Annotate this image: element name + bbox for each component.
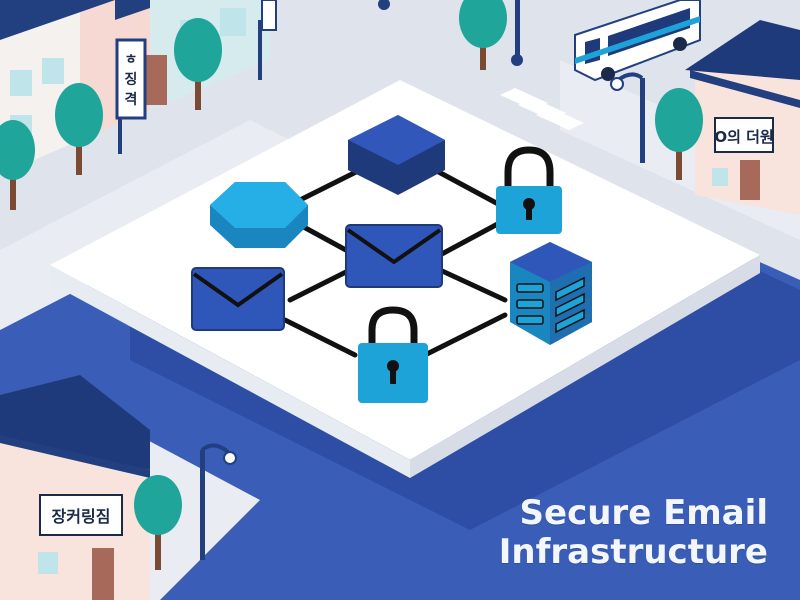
crosswalk (500, 88, 584, 130)
caption-line-1: Secure Email (519, 492, 768, 533)
trees-right (610, 72, 703, 180)
sign-char-1: ㅎ (125, 52, 138, 68)
right-building-sign: O의 더원 (714, 128, 773, 146)
padlock-icon (496, 146, 562, 234)
bottom-left-building-sign: 장커링짐 (52, 507, 111, 526)
bus (574, 0, 701, 82)
platform-edge-left (50, 265, 410, 478)
trees-bottom-left (134, 443, 237, 570)
network-links (282, 167, 508, 358)
hexagon-node-icon (210, 182, 308, 248)
caption: Secure Email Infrastructure (498, 492, 768, 572)
envelope-icon (345, 224, 443, 288)
trees-top-left (0, 0, 277, 210)
trees-top-center (378, 0, 523, 70)
building-right: O의 더원 (685, 20, 800, 215)
building-bottom-left: 장커링짐 (0, 375, 150, 600)
platform-edge-right (410, 255, 760, 478)
server-icon (510, 242, 592, 345)
sign-char-3: 격 (125, 91, 138, 108)
sign-char-2: 징 (125, 71, 138, 88)
envelope-icon (191, 267, 285, 331)
cube-node-icon (348, 115, 445, 195)
vertical-sign: ㅎ 징 격 (115, 38, 147, 154)
padlock-icon (358, 306, 428, 403)
caption-line-2: Infrastructure (498, 531, 768, 572)
